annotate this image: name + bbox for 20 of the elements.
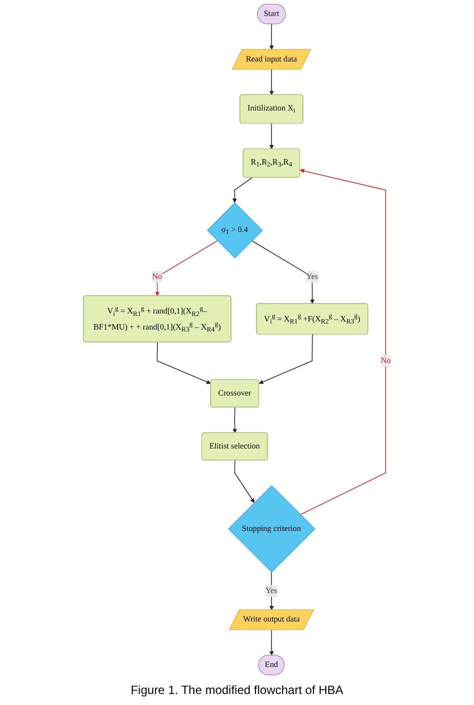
edge-label: Yes xyxy=(306,272,318,281)
arrow xyxy=(269,123,274,150)
caption: Figure 1. The modified flowchart of HBA xyxy=(130,683,344,697)
arrow xyxy=(234,460,254,503)
arrow xyxy=(269,630,274,656)
edge-label: No xyxy=(152,272,162,281)
edge-label: Yes xyxy=(265,586,278,596)
arrow xyxy=(269,69,274,96)
arrow xyxy=(232,177,253,203)
arrow xyxy=(269,572,274,610)
arrow xyxy=(258,334,313,384)
arrow xyxy=(232,407,238,434)
edge-label: No xyxy=(380,356,391,365)
arrow xyxy=(156,342,211,384)
node-diamond: σ$_{1}$ > 0.4 xyxy=(206,202,263,258)
arrow xyxy=(252,240,315,304)
arrow xyxy=(269,24,274,50)
arrow xyxy=(300,168,386,515)
node-diamond: Stopping criterion xyxy=(228,485,316,572)
arrow xyxy=(155,240,218,296)
